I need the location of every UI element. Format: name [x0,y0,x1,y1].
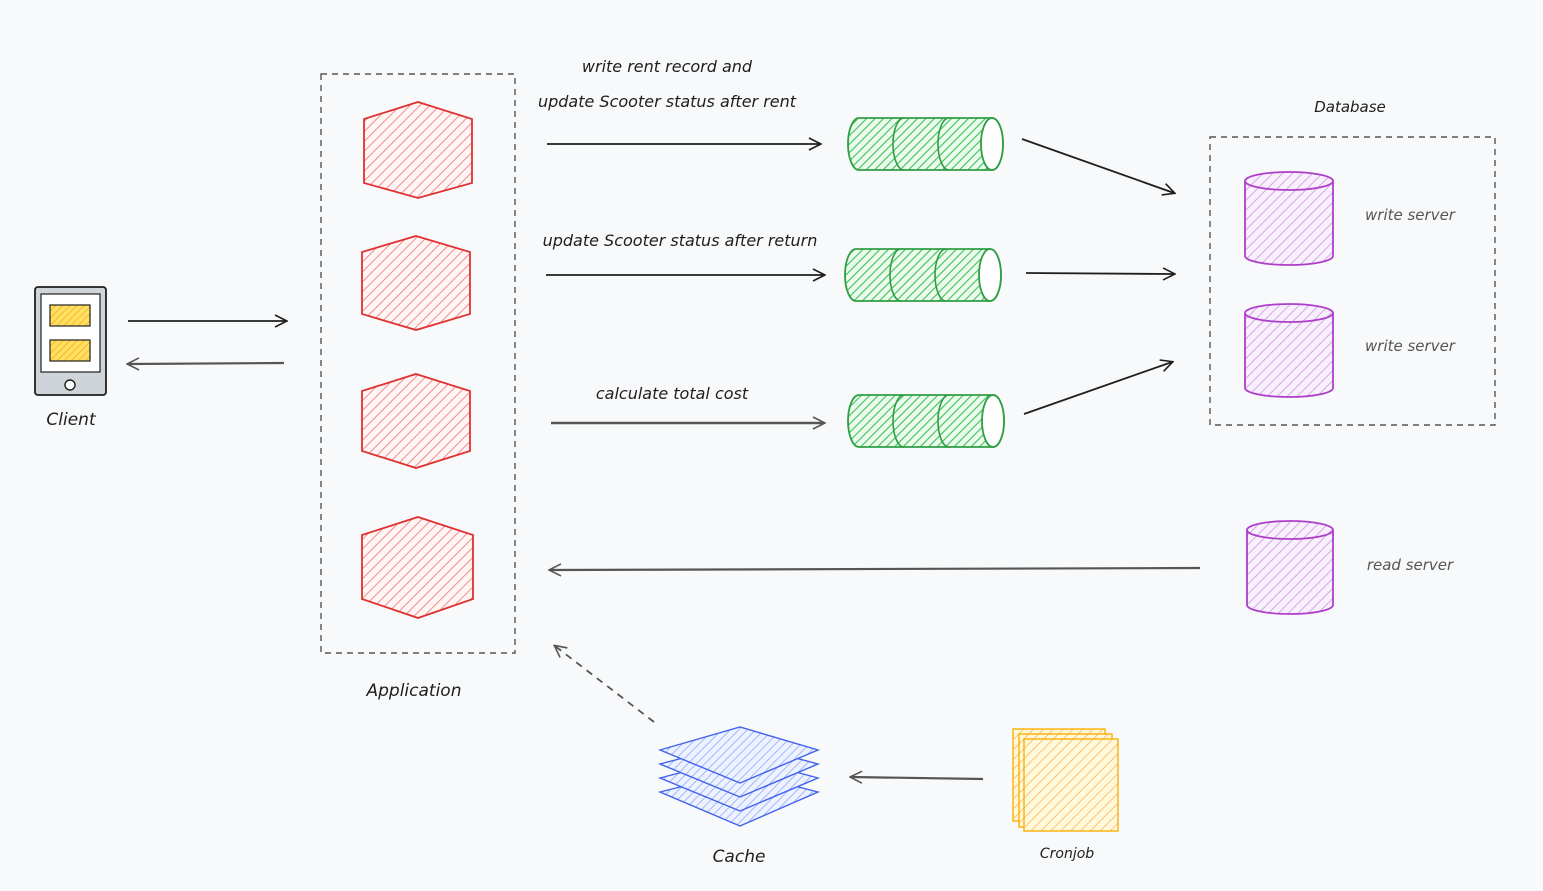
database-cylinder-icon [1246,520,1334,615]
write-server-1-label: write server [1365,206,1456,224]
read-server: read server [1246,520,1454,615]
cronjob-to-cache-arrow [851,777,984,779]
stacked-layers-icon [657,726,821,827]
queue-1 [847,117,1004,171]
stacked-squares-icon [1012,728,1119,832]
write-server-1: write server [1244,171,1456,266]
client-label: Client [46,410,97,430]
cache-to-application-arrow [555,646,655,723]
cronjob-label: Cronjob [1040,846,1094,862]
application-boundary [320,73,516,654]
message-queue-icon [847,117,1004,171]
message-queue-icon [844,248,1002,302]
hexagon-service-icon [361,373,471,469]
queue-1-to-database-arrow [1021,138,1174,193]
mobile-phone-icon [34,286,107,396]
queue-2 [844,248,1002,302]
read-server-label: read server [1367,556,1454,574]
rent-edge-label-line1: write rent record and [582,57,753,76]
message-queue-icon [847,394,1005,448]
database-boundary [1209,136,1496,426]
database-label: Database [1314,98,1386,116]
write-server-2: write server [1244,303,1456,398]
client-node: Client [34,286,107,430]
hexagon-service-icon [363,101,473,199]
hexagon-service-icon [361,516,474,619]
application-group: Application [320,73,516,701]
database-cylinder-icon [1244,303,1334,398]
write-server-2-label: write server [1365,337,1456,355]
cache-label: Cache [713,847,766,867]
queue-3 [847,394,1005,448]
database-group: Database write server write server [1209,98,1496,426]
rent-edge-label-line2: update Scooter status after rent [538,92,797,111]
cronjob-node: Cronjob [1012,728,1119,862]
read-server-to-application-arrow [550,568,1201,570]
return-edge-label: update Scooter status after return [543,231,818,250]
application-to-client-arrow [128,363,285,364]
cache-node: Cache [657,726,821,867]
queue-2-to-database-arrow [1025,273,1174,274]
queue-3-to-database-arrow [1023,362,1172,415]
cost-edge-label: calculate total cost [596,384,749,403]
application-label: Application [366,681,462,701]
hexagon-service-icon [361,235,471,331]
database-cylinder-icon [1244,171,1334,266]
